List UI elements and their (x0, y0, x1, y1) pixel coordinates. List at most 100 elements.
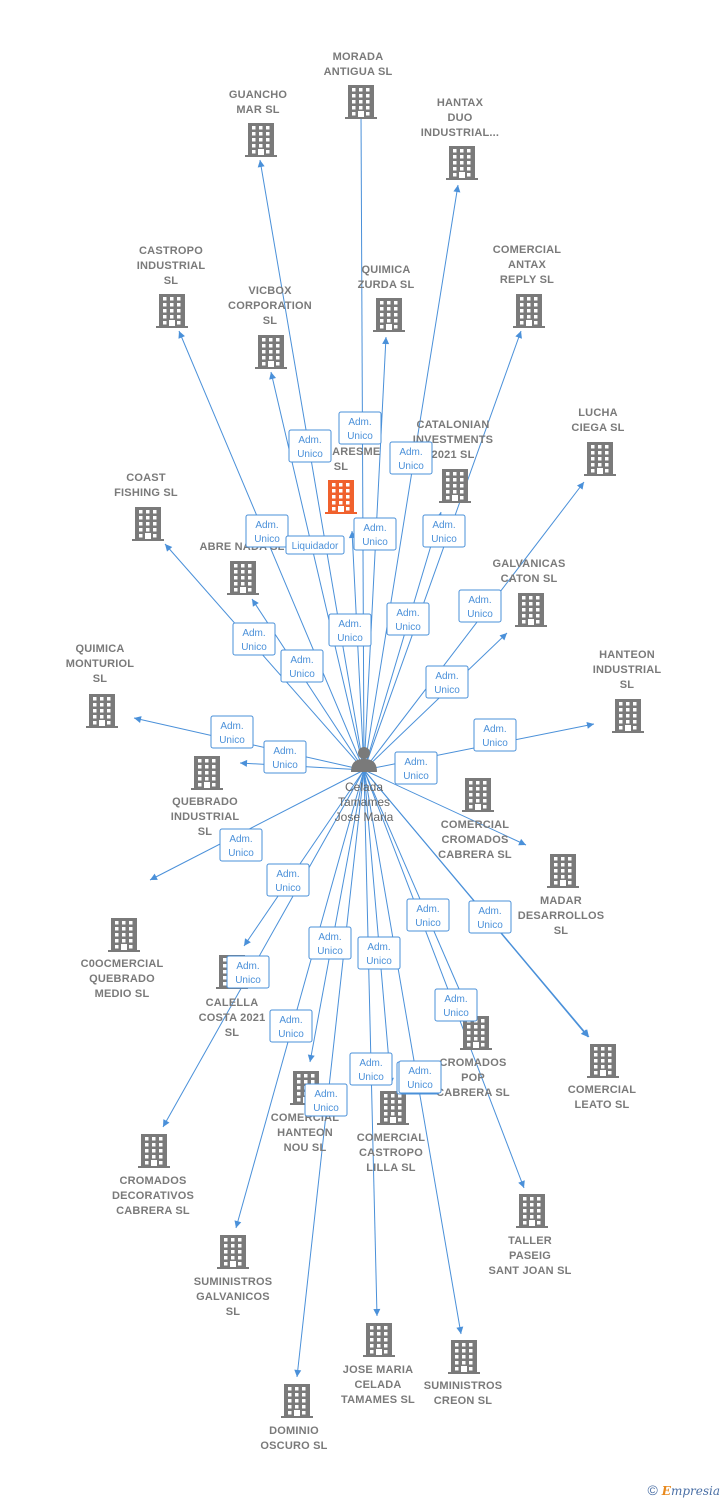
company-node-abre-nada[interactable]: ABRE NADA SL (199, 541, 284, 595)
relation-text: Unico (395, 622, 421, 633)
company-label-line: ANTIGUA SL (324, 66, 393, 78)
relation-text: Adm. (348, 417, 371, 428)
relation-badge-castropo-ind[interactable]: Adm.Unico (245, 514, 289, 548)
relation-badge-dominio-oscuro[interactable]: Adm.Unico (304, 1083, 348, 1117)
relation-box (263, 740, 307, 774)
relation-badge-quimica-monturiol[interactable]: Adm.Unico (210, 715, 254, 749)
relation-badge-maresme[interactable]: Liquidador (285, 535, 345, 555)
company-label-line: DUO (447, 112, 472, 124)
edge-cromados-decorativos (162, 769, 365, 1128)
relation-box (308, 926, 352, 960)
building-icon (448, 1340, 480, 1374)
relation-badge-catalonian[interactable]: Adm.Unico (386, 602, 430, 636)
arrowhead-jose-maria-celada (373, 1308, 381, 1316)
company-label-line: CABRERA SL (436, 1087, 510, 1099)
relation-badge-comercial-hanteon[interactable]: Adm.Unico (269, 1009, 313, 1043)
company-label-line: C0OCMERCIAL (81, 958, 164, 970)
relation-badge-quebrado-ind[interactable]: Adm.Unico (263, 740, 307, 774)
company-label-line: FISHING SL (114, 487, 178, 499)
relation-badge-cocomercial-quebrado[interactable]: Adm.Unico (219, 828, 263, 862)
relation-badge-comercial-castropo[interactable]: Adm.Unico (357, 936, 401, 970)
company-label-line: COMERCIAL (357, 1132, 425, 1144)
relation-badge-suministros-galv[interactable]: Adm.Unico (308, 926, 352, 960)
company-label-line: GUANCHO (229, 89, 287, 101)
relation-badge-hantax[interactable]: Adm.Unico (389, 441, 433, 475)
center-person-node[interactable]: Celada Tamames Jose Maria (335, 747, 394, 824)
relation-badge-coast-fishing[interactable]: Adm.Unico (232, 622, 276, 656)
company-node-hantax[interactable]: HANTAXDUOINDUSTRIAL... (421, 97, 499, 180)
arrowhead-cromados-decorativos (163, 1119, 170, 1127)
empresia-footer[interactable]: ©Empresia (647, 1482, 720, 1498)
relation-badge-comercial-cromados[interactable]: Adm.Unico (394, 751, 438, 785)
relation-badge-cromados-decorativos[interactable]: Adm.Unico (226, 955, 270, 989)
company-label-line: CIEGA SL (571, 422, 624, 434)
relation-badge-morada[interactable]: Adm.Unico (338, 411, 382, 445)
relation-badge-hanteon-ind[interactable]: Adm.Unico (473, 718, 517, 752)
company-label-line: CROMADOS (120, 1175, 187, 1187)
edge-cocomercial-quebrado (149, 769, 365, 881)
relation-badge-galvanicas-caton[interactable]: Adm.Unico (425, 665, 469, 699)
relation-badge-calella[interactable]: Adm.Unico (266, 863, 310, 897)
relation-badge-guancho[interactable]: Adm.Unico (288, 429, 332, 463)
relation-badge-comercial-leato[interactable]: Adm.Unico (406, 898, 450, 932)
relation-badge-madar[interactable]: Adm.Unico (468, 900, 512, 934)
building-icon (255, 335, 287, 369)
relation-badge-jose-maria-celada[interactable]: Adm.Unico (349, 1052, 393, 1086)
relation-badge-abre-nada[interactable]: Adm.Unico (280, 649, 324, 683)
edge-hantax (363, 184, 459, 771)
relation-box (232, 622, 276, 656)
relation-badge-lucha-ciega[interactable]: Adm.Unico (458, 589, 502, 623)
relation-text: Unico (275, 883, 301, 894)
relation-box (349, 1052, 393, 1086)
relation-text: Adm. (435, 671, 458, 682)
relation-badge-quimica-zurda[interactable]: Adm.Unico (353, 517, 397, 551)
arrowhead-coast-fishing (165, 544, 173, 552)
company-label-line: DOMINIO (269, 1425, 319, 1437)
company-label-line: QUIMICA (361, 264, 410, 276)
building-icon (515, 593, 547, 627)
relation-badge-vicbox[interactable]: Adm.Unico (328, 613, 372, 647)
relation-badge-suministros-creon[interactable]: Adm.Unico (398, 1060, 442, 1094)
company-label-line: CASTROPO (359, 1147, 423, 1159)
building-icon (245, 123, 277, 157)
relation-box (389, 441, 433, 475)
building-icon (227, 561, 259, 595)
relation-box (304, 1083, 348, 1117)
building-icon (191, 756, 223, 790)
relation-text: Adm. (314, 1089, 337, 1100)
relation-badge-comercial-antax[interactable]: Adm.Unico (422, 514, 466, 548)
company-label-line: POP (461, 1072, 485, 1084)
brand-initial: E (661, 1484, 671, 1498)
relation-text: Adm. (229, 834, 252, 845)
company-label-line: DECORATIVOS (112, 1190, 194, 1202)
relation-text: Unico (482, 738, 508, 749)
relation-badge-cromados-pop[interactable]: Adm.Unico (434, 988, 478, 1022)
company-label-line: REPLY SL (500, 274, 554, 286)
relation-box (226, 955, 270, 989)
